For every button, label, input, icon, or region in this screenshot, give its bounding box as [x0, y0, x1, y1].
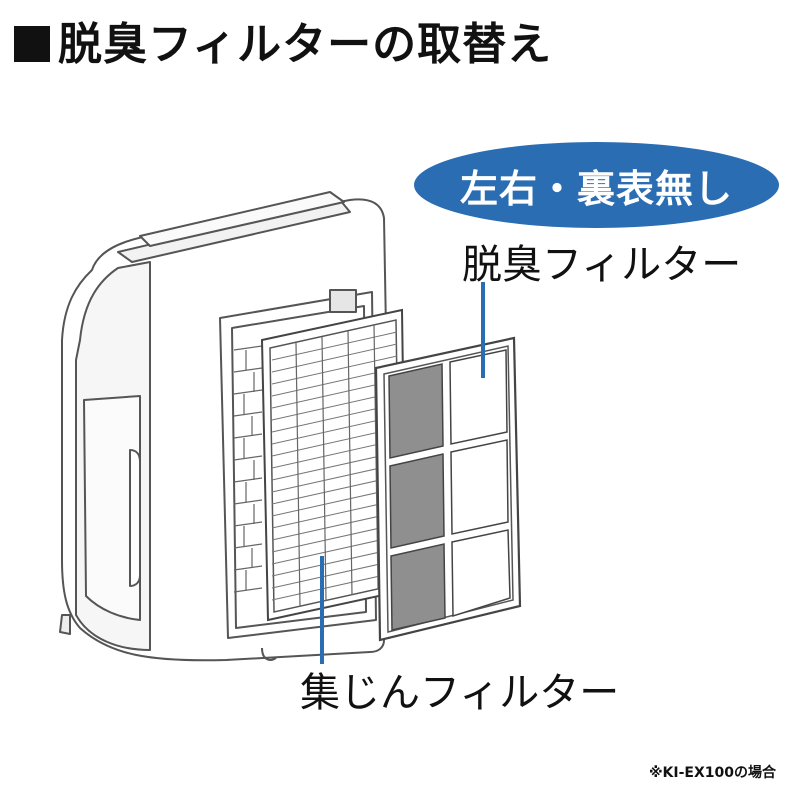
deodorizing-filter-illustration	[374, 336, 522, 642]
dust-filter-label: 集じんフィルター	[300, 670, 620, 716]
inner-grille	[233, 345, 263, 593]
page-title: 脱臭フィルターの取替え	[14, 8, 552, 72]
model-note: ※KI-EX100の場合	[648, 765, 776, 781]
title-square-bullet	[14, 26, 50, 62]
deodorizing-filter-label: 脱臭フィルター	[462, 242, 742, 288]
title-text: 脱臭フィルターの取替え	[58, 19, 553, 70]
no-orientation-badge: 左右・裏表無し	[414, 142, 779, 228]
dust-filter-illustration	[260, 308, 408, 622]
